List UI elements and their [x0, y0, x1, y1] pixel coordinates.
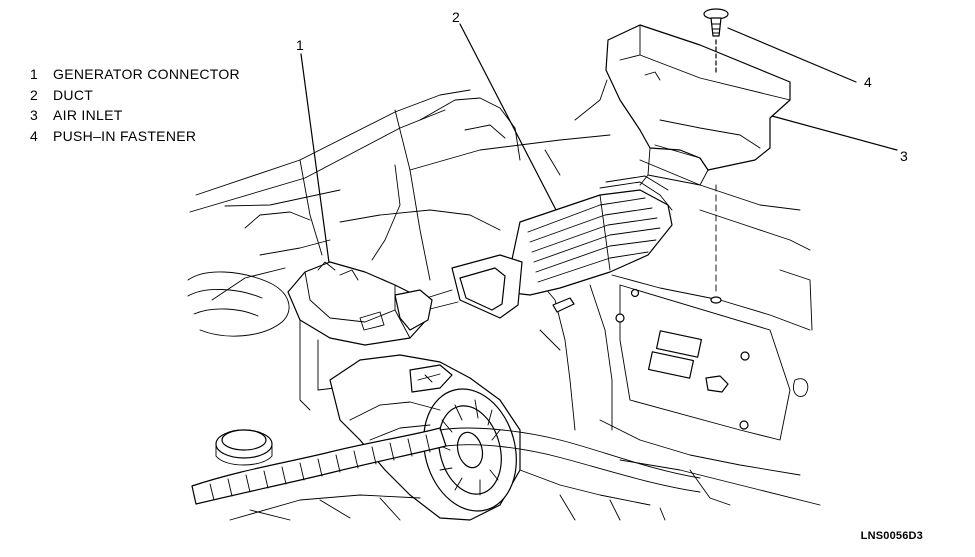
legend-label: PUSH–IN FASTENER	[53, 127, 197, 144]
legend-label: DUCT	[53, 86, 94, 103]
push-in-fastener	[703, 8, 729, 304]
leader-line-2	[459, 23, 557, 211]
generator-connector	[287, 261, 433, 411]
radiator-cap	[215, 429, 273, 466]
legend-number: 4	[30, 127, 39, 144]
legend-label: AIR INLET	[53, 107, 123, 123]
relay-module	[615, 288, 750, 430]
duct	[419, 175, 673, 319]
legend-item-air-inlet: 3 AIR INLET	[30, 105, 240, 126]
figure-code: LNS0056D3	[860, 530, 923, 542]
wiring-harness	[191, 427, 701, 505]
legend-number: 3	[30, 107, 39, 123]
callout-2: 2	[452, 9, 460, 25]
legend: 1 GENERATOR CONNECTOR 2 DUCT 3 AIR INLET…	[30, 64, 240, 146]
legend-number: 1	[30, 66, 39, 82]
legend-label: GENERATOR CONNECTOR	[53, 66, 240, 82]
air-inlet	[605, 24, 791, 186]
leader-line-4	[727, 27, 857, 83]
legend-item-generator-connector: 1 GENERATOR CONNECTOR	[30, 64, 240, 85]
legend-number: 2	[30, 86, 39, 103]
air-cleaner-housing	[187, 271, 290, 337]
legend-item-push-in-fastener: 4 PUSH–IN FASTENER	[30, 126, 240, 147]
callout-1: 1	[296, 37, 304, 53]
callout-4: 4	[864, 74, 872, 90]
callout-3: 3	[900, 148, 908, 164]
leader-line-3	[771, 115, 898, 151]
leader-lines	[300, 23, 898, 271]
leader-line-1	[300, 53, 331, 271]
lower-frame	[229, 469, 731, 521]
legend-item-duct: 2 DUCT	[30, 85, 240, 106]
vehicle-body-structure	[189, 79, 821, 506]
